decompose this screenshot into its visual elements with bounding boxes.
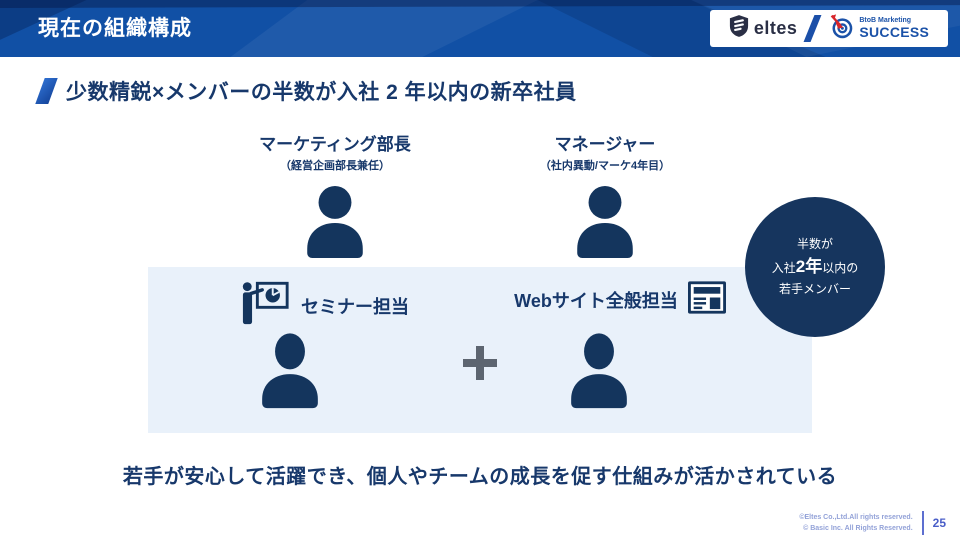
team-role-website: Webサイト全般担当 <box>470 281 770 319</box>
btob-line2: SUCCESS <box>859 23 930 40</box>
role-manager: マネージャー （社内異動/マーケ4年目） <box>455 130 755 263</box>
badge-line1: 半数が <box>796 237 833 252</box>
role-title: マネージャー <box>554 135 656 154</box>
team-role-label: セミナー担当 <box>301 296 409 317</box>
role-subtitle: （経営企画部長兼任） <box>280 160 390 172</box>
eltes-shield-icon <box>729 15 749 42</box>
section-heading-text: 少数精鋭×メンバーの半数が入社 2 年以内の新卒社員 <box>66 81 577 104</box>
btob-logo-text: BtoB Marketing SUCCESS <box>859 17 929 40</box>
target-dart-icon <box>828 13 855 45</box>
presenter-board-icon <box>241 281 291 330</box>
role-marketing-director: マーケティング部長 （経営企画部長兼任） <box>185 130 485 263</box>
footer: ©Eltes Co.,Ltd.All rights reserved. © Ba… <box>799 511 946 535</box>
page-number: 25 <box>932 516 946 530</box>
copyright-line2: © Basic Inc. All Rights Reserved. <box>803 525 913 532</box>
eltes-logo-text: eltes <box>753 18 798 38</box>
person-icon <box>572 186 638 262</box>
person-icon <box>566 332 632 417</box>
header-facet-decoration <box>0 0 960 8</box>
role-subtitle: （社内異動/マーケ4年目） <box>539 160 671 172</box>
team-role-label: Webサイト全般担当 <box>514 291 678 311</box>
header-bar <box>0 0 960 57</box>
role-title: マーケティング部長 <box>259 135 411 154</box>
btob-marketing-success-logo: BtoB Marketing SUCCESS <box>828 13 929 45</box>
half-junior-members-badge: 半数が 入社2年以内の 若手メンバー <box>745 197 885 337</box>
team-role-seminar: セミナー担当 <box>175 281 475 330</box>
person-icon <box>257 332 323 417</box>
btob-line1: BtoB Marketing <box>859 16 912 24</box>
badge-emphasis: 2年 <box>795 256 823 276</box>
slide-title: 現在の組織構成 <box>38 17 192 40</box>
copyright-line1: ©Eltes Co.,Ltd.All rights reserved. <box>799 513 913 521</box>
badge-line3: 若手メンバー <box>778 282 851 297</box>
section-heading: 少数精鋭×メンバーの半数が入社 2 年以内の新卒社員 <box>35 76 577 106</box>
plus-icon <box>463 346 497 380</box>
badge-line2: 入社2年以内の <box>771 256 859 276</box>
footer-divider <box>921 511 924 535</box>
slash-icon <box>803 15 822 42</box>
eltes-logo: eltes <box>729 15 798 42</box>
key-message: 若手が安心して活躍でき、個人やチームの成長を促す仕組みが活かされている <box>122 466 838 488</box>
person-icon <box>302 186 368 262</box>
slash-icon <box>35 78 58 104</box>
copyright: ©Eltes Co.,Ltd.All rights reserved. © Ba… <box>799 512 912 534</box>
webpage-icon <box>687 281 726 319</box>
logo-box: eltes BtoB Marketing SUCCESS <box>710 10 948 47</box>
